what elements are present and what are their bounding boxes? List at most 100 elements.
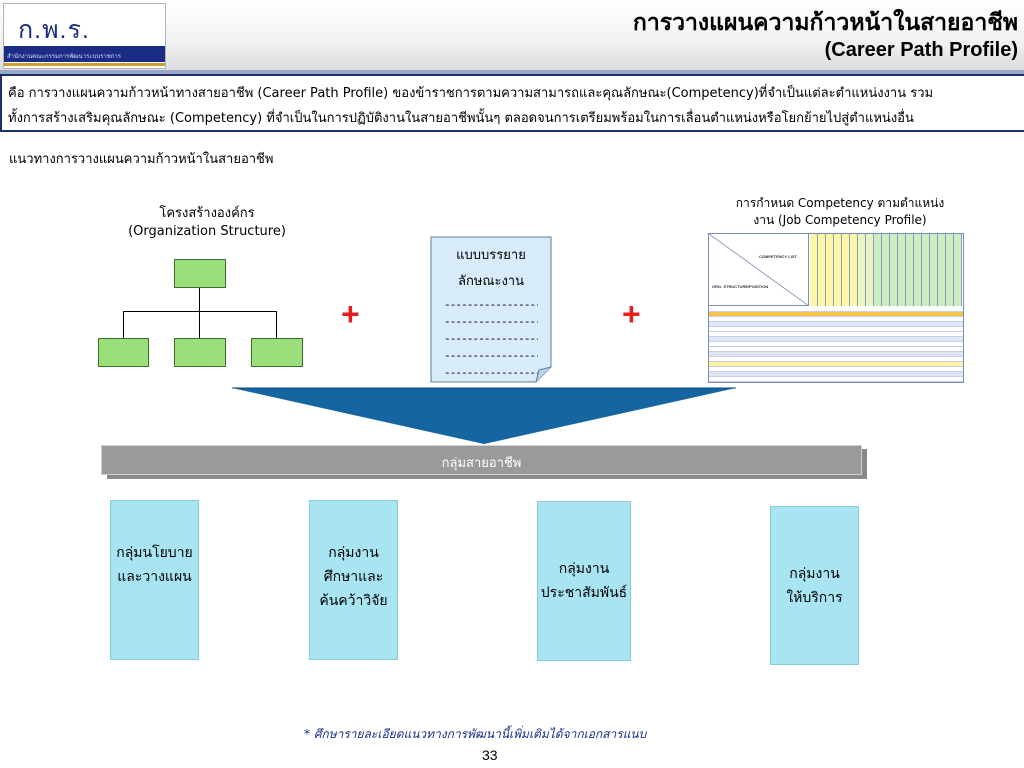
- matrix-row: [709, 372, 963, 377]
- group-policy-planning: กลุ่มนโยบาย และวางแผน: [110, 500, 199, 660]
- document-dash-line: --------------------: [444, 334, 538, 346]
- job-description-document: แบบบรรยาย ลักษณะงาน --------------------…: [430, 236, 552, 383]
- document-title-line-2: ลักษณะงาน: [458, 274, 524, 289]
- org-connector-middle: [199, 311, 200, 339]
- matrix-column-header: [882, 234, 890, 306]
- matrix-column-header: [898, 234, 906, 306]
- matrix-column-header: [842, 234, 850, 306]
- matrix-row: [709, 322, 963, 327]
- matrix-row: [709, 312, 963, 317]
- org-structure-label: โครงสร้างองค์กร (Organization Structure): [112, 205, 302, 241]
- org-structure-label-english: (Organization Structure): [128, 224, 286, 239]
- group-label-line: ให้บริการ: [786, 590, 843, 606]
- plus-icon-right: +: [622, 296, 641, 332]
- competency-label: การกำหนด Competency ตามตำแหน่ง งาน (Job …: [700, 195, 980, 229]
- group-label: กลุ่มนโยบาย และวางแผน: [111, 541, 198, 589]
- org-connector-vertical: [199, 288, 200, 312]
- career-group-title: กลุ่มสายอาชีพ: [441, 456, 522, 471]
- org-box-right: [251, 338, 303, 367]
- logo-stripe: [4, 63, 165, 66]
- document-dash-line: --------------------: [444, 368, 538, 380]
- definition-line-1: คือ การวางแผนความก้าวหน้าทางสายอาชีพ (Ca…: [8, 86, 934, 101]
- matrix-org-structure-label: ORG. STRUCTURE/POSITION: [712, 284, 769, 289]
- matrix-column-header: [922, 234, 930, 306]
- group-public-relations: กลุ่มงาน ประชาสัมพันธ์: [537, 501, 631, 661]
- org-connector-right: [276, 311, 277, 339]
- competency-matrix-thumbnail: COMPETENCY LIST ORG. STRUCTURE/POSITION: [708, 233, 964, 383]
- definition-box: คือ การวางแผนความก้าวหน้าทางสายอาชีพ (Ca…: [0, 74, 1024, 132]
- org-structure-label-thai: โครงสร้างองค์กร: [159, 206, 255, 221]
- group-label-line: กลุ่มงาน: [789, 566, 840, 582]
- matrix-column-header: [914, 234, 922, 306]
- matrix-row: [709, 307, 963, 312]
- matrix-row: [709, 342, 963, 347]
- matrix-column-header: [890, 234, 898, 306]
- page-number: 33: [482, 747, 498, 763]
- matrix-row: [709, 332, 963, 337]
- career-group-banner: กลุ่มสายอาชีพ: [101, 445, 862, 475]
- org-box-top: [174, 259, 226, 288]
- definition-line-2: ทั้งการสร้างเสริมคุณลักษณะ (Competency) …: [8, 111, 914, 126]
- matrix-column-header: [906, 234, 914, 306]
- section-heading: แนวทางการวางแผนความก้าวหน้าในสายอาชีพ: [9, 152, 274, 167]
- matrix-column-header: [826, 234, 834, 306]
- group-label: กลุ่มงาน ศึกษาและ ค้นคว้าวิจัย: [310, 541, 397, 613]
- document-dash-line: --------------------: [444, 300, 538, 312]
- group-label-line: กลุ่มนโยบาย: [116, 545, 193, 561]
- matrix-column-header: [874, 234, 882, 306]
- matrix-column-header: [866, 234, 874, 306]
- logo-text: ก.พ.ร.: [18, 16, 90, 44]
- header-divider: [0, 70, 1024, 74]
- group-label-line: ค้นคว้าวิจัย: [319, 593, 388, 609]
- page-title-english: (Career Path Profile): [824, 39, 1018, 61]
- org-box-middle: [174, 338, 226, 367]
- matrix-row: [709, 357, 963, 362]
- matrix-column-header: [834, 234, 842, 306]
- group-label: กลุ่มงาน ประชาสัมพันธ์: [538, 557, 630, 605]
- matrix-column-header: [930, 234, 938, 306]
- group-label-line: กลุ่มงาน: [328, 545, 379, 561]
- org-box-left: [98, 338, 149, 367]
- matrix-row: [709, 352, 963, 357]
- group-research: กลุ่มงาน ศึกษาและ ค้นคว้าวิจัย: [309, 500, 398, 660]
- document-icon: [430, 236, 552, 383]
- org-connector-horizontal: [123, 311, 277, 312]
- matrix-row: [709, 347, 963, 352]
- group-label-line: ประชาสัมพันธ์: [540, 585, 628, 601]
- matrix-row: [709, 337, 963, 342]
- group-label-line: กลุ่มงาน: [558, 561, 610, 577]
- competency-label-line-2: งาน (Job Competency Profile): [753, 213, 927, 227]
- matrix-column-header: [858, 234, 866, 306]
- matrix-column-header: [938, 234, 946, 306]
- logo-subtitle: สำนักงานคณะกรรมการพัฒนาระบบราชการ: [7, 53, 122, 60]
- group-label: กลุ่มงาน ให้บริการ: [771, 562, 858, 610]
- group-service: กลุ่มงาน ให้บริการ: [770, 506, 859, 665]
- matrix-diagonal: [709, 234, 809, 306]
- matrix-column-header: [818, 234, 826, 306]
- matrix-header-cell: COMPETENCY LIST ORG. STRUCTURE/POSITION: [709, 234, 809, 306]
- org-connector-left: [123, 311, 124, 339]
- logo: ก.พ.ร. สำนักงานคณะกรรมการพัฒนาระบบราชการ: [3, 3, 166, 69]
- document-title-line-1: แบบบรรยาย: [456, 248, 526, 263]
- matrix-column-header: [954, 234, 962, 306]
- header: ก.พ.ร. สำนักงานคณะกรรมการพัฒนาระบบราชการ…: [0, 0, 1024, 74]
- matrix-row: [709, 367, 963, 372]
- group-label-line: และวางแผน: [117, 569, 192, 585]
- logo-bar: [4, 46, 165, 62]
- matrix-row: [709, 317, 963, 322]
- group-label-line: ศึกษาและ: [323, 569, 384, 585]
- matrix-column-header: [810, 234, 818, 306]
- plus-icon-left: +: [341, 296, 360, 332]
- document-dash-line: --------------------: [444, 351, 538, 363]
- document-dash-line: --------------------: [444, 317, 538, 329]
- matrix-column-header: [946, 234, 954, 306]
- competency-label-line-1: การกำหนด Competency ตามตำแหน่ง: [735, 196, 945, 210]
- footnote: * ศึกษารายละเอียดแนวทางการพัฒนานี้เพิ่มเ…: [304, 727, 647, 741]
- matrix-column-header: [850, 234, 858, 306]
- matrix-row: [709, 362, 963, 367]
- matrix-row: [709, 377, 963, 382]
- matrix-row: [709, 327, 963, 332]
- matrix-competency-list-label: COMPETENCY LIST: [759, 254, 797, 259]
- page-title-thai: การวางแผนความก้าวหน้าในสายอาชีพ: [632, 10, 1018, 36]
